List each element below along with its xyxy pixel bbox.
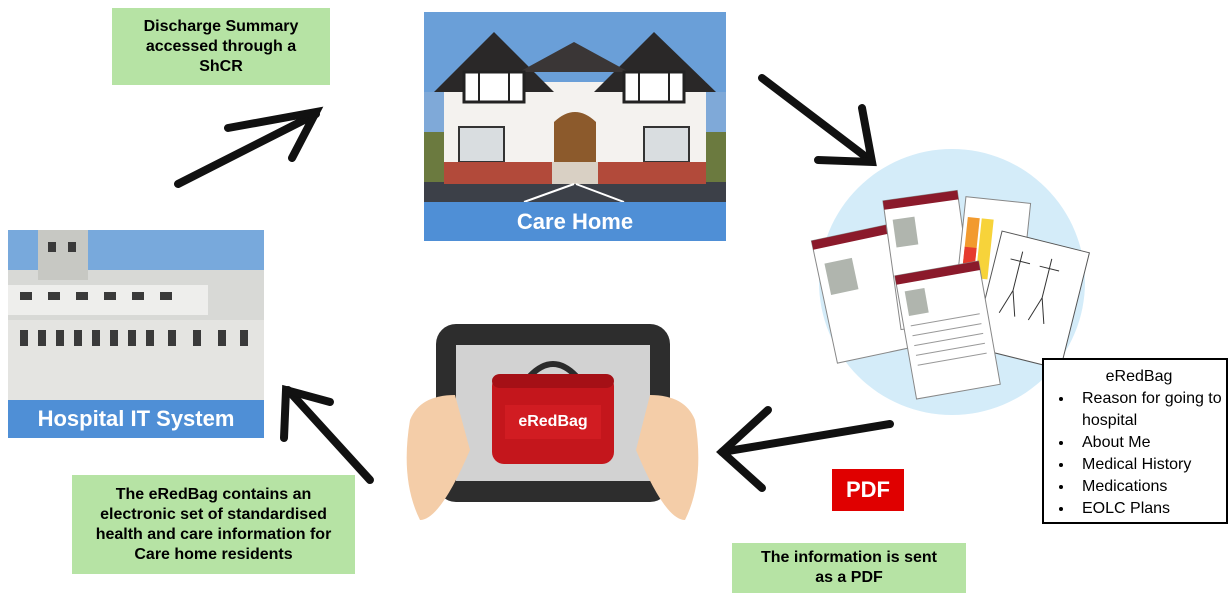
- pdf-sent-note: The information is sent as a PDF: [732, 543, 966, 593]
- arrow-to-tablet: [718, 420, 894, 456]
- arrow-to-documents: [758, 74, 874, 164]
- list-item: EOLC Plans: [1074, 498, 1226, 520]
- assessment-documents-image: [810, 189, 1090, 400]
- list-item: Reason for going to hospital: [1074, 388, 1226, 432]
- hospital-image: [8, 230, 264, 402]
- hospital-caption: Hospital IT System: [8, 400, 264, 438]
- arrow-to-hospital: [284, 386, 374, 484]
- list-item: Medications: [1074, 476, 1226, 498]
- eredbag-list-title: eRedBag: [1105, 368, 1173, 385]
- discharge-summary-note: Discharge Summary accessed through a ShC…: [112, 8, 330, 85]
- eredbag-list: Reason for going to hospital About Me Me…: [1044, 388, 1226, 520]
- care-home-caption: Care Home: [424, 202, 726, 241]
- bag-label: eRedBag: [505, 405, 601, 439]
- eredbag-description-note: The eRedBag contains an electronic set o…: [72, 475, 355, 574]
- care-home-image: [424, 12, 726, 202]
- pdf-badge: PDF: [832, 469, 904, 511]
- list-item: About Me: [1074, 432, 1226, 454]
- list-item: Medical History: [1074, 454, 1226, 476]
- arrow-to-discharge-summary: [174, 110, 320, 188]
- eredbag-contents-box: eRedBag Reason for going to hospital Abo…: [1042, 358, 1228, 524]
